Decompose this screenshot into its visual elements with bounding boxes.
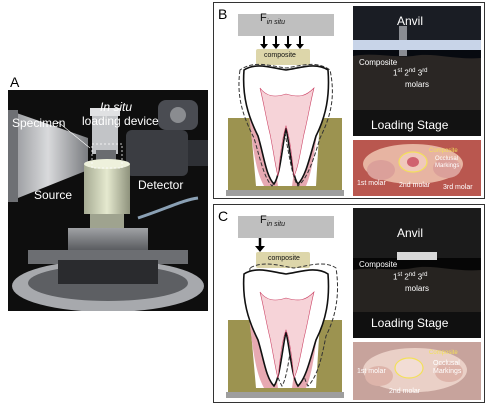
occlusal-photo-c: [353, 342, 481, 400]
force-sub-c: in situ: [266, 221, 286, 229]
anvil-photo-c: [353, 208, 481, 338]
molar-2-c: 2: [404, 272, 409, 282]
tooth-diagram-c: [226, 216, 344, 398]
force-label-c: Fin situ: [260, 214, 285, 228]
occlusal-1-b: Occlusal: [435, 156, 459, 162]
m3-label-b: 3rd molar: [443, 184, 473, 191]
m2-label-b: 2nd molar: [399, 182, 431, 189]
panel-a-photo: Specimen In situ loading device Source D…: [8, 90, 208, 311]
molar-3-sup-b: rd: [422, 68, 428, 74]
panel-c-photo-bottom: Composite Occlusal Markings 1st molar 2n…: [353, 342, 481, 400]
composite-photo-label-b: Composite: [359, 58, 398, 67]
composite-marking-b: Composite: [429, 148, 458, 154]
m1-label-b: 1st molar: [357, 180, 386, 187]
molar-3-c: 3: [417, 272, 423, 282]
force-main-b: F: [260, 12, 267, 24]
molars-numbers-b: 1st 2nd 3rd: [393, 68, 428, 78]
composite-label-b: composite: [264, 52, 296, 59]
panel-c-diagram: Fin situ composite: [220, 210, 348, 400]
anvil-label-c: Anvil: [397, 226, 424, 240]
panel-c-frame: [213, 204, 485, 403]
occlusal-1-c: Occlusal: [433, 360, 460, 367]
panel-b-frame: [213, 2, 485, 199]
m1-label-c: 1st molar: [357, 368, 386, 375]
molar-3-b: 3: [417, 68, 423, 78]
m2-label-c: 2nd molar: [389, 388, 421, 395]
loading-stage-label-b: Loading Stage: [371, 118, 449, 132]
occlusal-2-b: Markings: [435, 163, 460, 169]
force-sub-b: in situ: [266, 19, 286, 27]
occlusal-2-c: Markings: [433, 368, 462, 375]
molar-1-c: 1: [393, 272, 398, 282]
instrument-photo: [8, 90, 208, 311]
panel-c-photo-top: Anvil Composite 1st 2nd 3rd molars Loadi…: [353, 208, 481, 338]
specimen-label: Specimen: [12, 116, 66, 130]
in-situ-label: In situ: [100, 100, 133, 114]
anvil-photo-b: [353, 6, 481, 136]
composite-photo-label-c: Composite: [359, 260, 398, 269]
molars-word-c: molars: [405, 284, 430, 293]
molar-2-sup-b: nd: [408, 68, 416, 74]
molar-2-sup-c: nd: [408, 272, 416, 278]
molars-numbers-c: 1st 2nd 3rd: [393, 272, 428, 282]
panel-c-label: C: [218, 208, 229, 224]
composite-marking-c: Composite: [429, 350, 458, 356]
molar-2-b: 2: [404, 68, 409, 78]
panel-b-photo-bottom: Composite Occlusal Markings 1st molar 2n…: [353, 140, 481, 196]
detector-label: Detector: [138, 178, 184, 192]
molar-1-b: 1: [393, 68, 398, 78]
tooth-diagram-b: [226, 14, 344, 196]
loading-stage-label-c: Loading Stage: [371, 316, 449, 330]
molars-word-b: molars: [405, 80, 430, 89]
force-main-c: F: [260, 214, 267, 226]
panel-a-label: A: [10, 74, 20, 90]
anvil-label-b: Anvil: [397, 14, 424, 28]
molar-3-sup-c: rd: [422, 272, 428, 278]
molar-1-sup-b: st: [397, 68, 403, 74]
loading-device-label: loading device: [82, 114, 159, 128]
force-label-b: Fin situ: [260, 12, 285, 26]
occlusal-photo-b: [353, 140, 481, 196]
source-label: Source: [34, 188, 73, 202]
molar-1-sup-c: st: [397, 272, 403, 278]
panel-b-diagram: Fin situ composite: [220, 8, 348, 198]
panel-b-label: B: [218, 6, 228, 22]
composite-label-c: composite: [268, 255, 300, 262]
panel-b-photo-top: Anvil Composite 1st 2nd 3rd molars Loadi…: [353, 6, 481, 136]
